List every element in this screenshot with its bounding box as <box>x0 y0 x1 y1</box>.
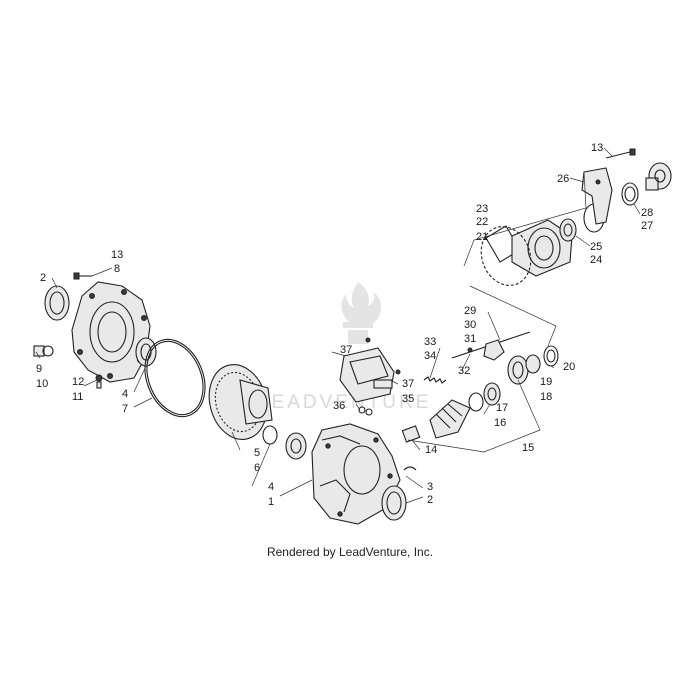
callout-8: 8 <box>114 263 120 275</box>
leader-lines <box>35 147 641 504</box>
callout-32: 32 <box>458 365 470 377</box>
callout-4-center: 4 <box>268 481 274 493</box>
callout-37-right: 37 <box>402 378 414 390</box>
callout-3: 3 <box>427 481 433 493</box>
callout-16: 16 <box>494 417 506 429</box>
callout-2-left: 2 <box>40 272 46 284</box>
callout-11: 11 <box>72 391 83 403</box>
bearing-part-4-center <box>262 425 307 460</box>
credit-text: Rendered by LeadVenture, Inc. <box>267 545 433 559</box>
callout-9: 9 <box>36 363 42 375</box>
watermark-text: LEADVENTURE <box>258 392 431 413</box>
washer-part-12 <box>95 374 103 389</box>
seal-part-2-bottom <box>381 485 407 521</box>
watermark: LEADVENTURE <box>258 282 431 413</box>
bearing-part-16 <box>468 382 501 412</box>
bolt-part-13-left <box>73 272 92 280</box>
callout-33: 33 <box>424 336 436 348</box>
callout-36: 36 <box>333 400 345 412</box>
callout-1: 1 <box>268 496 274 508</box>
shift-fork-part-29 <box>423 331 531 384</box>
callout-22: 22 <box>476 216 488 228</box>
callout-5: 5 <box>254 447 260 459</box>
upper-housing-part-23 <box>480 219 573 286</box>
callout-25: 25 <box>590 241 602 253</box>
callout-20: 20 <box>563 361 575 373</box>
callout-18: 18 <box>540 391 552 403</box>
callout-34: 34 <box>424 350 436 362</box>
callout-37-top: 37 <box>340 344 352 356</box>
yoke-part-28 <box>645 162 672 191</box>
callout-29: 29 <box>464 305 476 317</box>
callout-31: 31 <box>464 333 476 345</box>
o-ring-part-7 <box>144 338 206 418</box>
callout-labels: 2 13 8 9 10 12 11 4 7 5 6 4 1 3 2 14 15 … <box>36 142 653 508</box>
callout-7: 7 <box>122 403 128 415</box>
cover-part-8 <box>71 281 151 383</box>
seal-part-2-left <box>44 285 70 321</box>
left-cover-assembly <box>33 272 157 389</box>
bearing-part-4-left <box>135 337 157 367</box>
vent-part-3 <box>403 466 417 471</box>
pinion-part-15 <box>401 399 471 443</box>
main-housing-part-1 <box>311 423 401 525</box>
callout-10: 10 <box>36 378 48 390</box>
callout-19: 19 <box>540 376 552 388</box>
callout-12: 12 <box>72 376 84 388</box>
bolt-part-13-right <box>605 148 636 159</box>
ring-part-27 <box>621 182 639 206</box>
collar-part-18 <box>507 345 559 385</box>
callout-14: 14 <box>425 444 437 456</box>
callout-2-bottom: 2 <box>427 494 433 506</box>
callout-21: 21 <box>476 231 488 243</box>
callout-17: 17 <box>496 402 508 414</box>
callout-30: 30 <box>464 319 476 331</box>
shift-actuator-part-35 <box>339 337 401 416</box>
callout-6: 6 <box>254 462 260 474</box>
callout-15: 15 <box>522 442 534 454</box>
callout-4-left: 4 <box>122 388 128 400</box>
callout-35: 35 <box>402 393 414 405</box>
ring-gear-part-5 <box>208 364 273 440</box>
plug-part-9 <box>33 345 54 357</box>
callout-13-left: 13 <box>111 249 123 261</box>
bracket-part-26 <box>581 167 613 225</box>
callout-23: 23 <box>476 203 488 215</box>
callout-28: 28 <box>641 207 653 219</box>
callout-24: 24 <box>590 254 602 266</box>
callout-27: 27 <box>641 220 653 232</box>
callout-13-right: 13 <box>591 142 603 154</box>
callout-26: 26 <box>557 173 569 185</box>
